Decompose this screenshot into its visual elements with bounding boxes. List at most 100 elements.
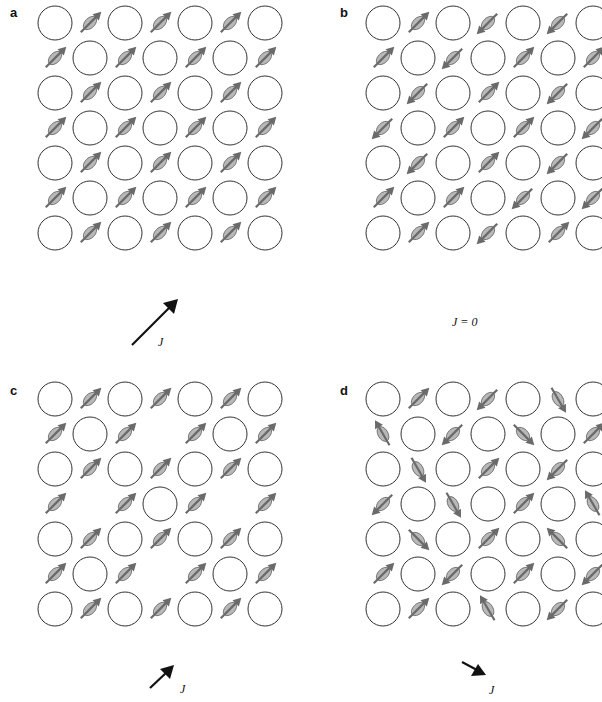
spin-head — [267, 117, 276, 126]
spin-head — [92, 528, 101, 537]
spin-head — [490, 152, 499, 161]
spin-head — [267, 47, 276, 56]
spin-arrow — [547, 600, 568, 621]
spin-head — [547, 165, 556, 174]
spin-arrow — [514, 563, 535, 584]
spin-arrow — [186, 423, 207, 444]
spin-shaft — [552, 460, 568, 476]
ion-circle — [143, 41, 177, 75]
spin-arrow — [116, 493, 137, 514]
spin-head — [558, 404, 566, 413]
panel-letter: d — [340, 384, 348, 397]
spin-arrow — [547, 460, 568, 481]
spin-head — [232, 12, 241, 21]
spin-arrow — [46, 493, 67, 514]
ion-circle — [38, 76, 72, 110]
spin-shaft — [479, 463, 495, 479]
spin-shaft — [186, 52, 202, 68]
spin-head — [267, 493, 276, 502]
spin-shaft — [116, 428, 132, 444]
spin-shaft — [412, 154, 428, 170]
spin-arrow — [584, 47, 602, 68]
ion-circle — [506, 452, 540, 486]
ion-circle — [471, 557, 505, 591]
spin-head — [162, 152, 171, 161]
ion-circle — [38, 592, 72, 626]
spin-arrow — [444, 117, 465, 138]
spin-shaft — [46, 122, 62, 138]
ion-circle — [178, 216, 212, 250]
spin-head — [57, 47, 66, 56]
spin-arrow — [477, 14, 498, 35]
spin-shaft — [377, 495, 393, 511]
spin-arrow — [221, 528, 242, 549]
spin-head — [455, 187, 464, 196]
spin-shaft — [379, 426, 390, 445]
spin-arrow — [46, 187, 67, 208]
spin-arrow — [547, 14, 568, 35]
spin-head — [547, 528, 556, 537]
spin-shaft — [552, 388, 563, 407]
ion-circle — [248, 382, 282, 416]
spin-shaft — [46, 428, 62, 444]
ion-circle — [436, 6, 470, 40]
ion-circle — [506, 522, 540, 556]
spin-head — [420, 388, 429, 397]
ion-circle — [506, 592, 540, 626]
spin-arrow — [409, 530, 430, 551]
spin-shaft — [552, 600, 568, 616]
ion-circle — [506, 216, 540, 250]
spin-shaft — [444, 192, 460, 208]
spin-arrow — [372, 119, 393, 140]
spin-arrow — [186, 187, 207, 208]
spin-arrow — [81, 222, 102, 243]
current-arrow — [132, 299, 178, 345]
spin-arrow — [116, 47, 137, 68]
spin-head — [525, 493, 534, 502]
spin-head — [57, 563, 66, 572]
ion-circle — [108, 522, 142, 556]
spin-head — [232, 152, 241, 161]
ion-circle — [178, 76, 212, 110]
spin-arrow — [116, 563, 137, 584]
spin-head — [420, 598, 429, 607]
spin-shaft — [514, 498, 530, 514]
spin-shaft — [221, 463, 237, 479]
spin-arrow — [442, 49, 463, 70]
ion-circle — [401, 417, 435, 451]
spin-head — [512, 200, 521, 209]
spin-shaft — [587, 119, 602, 135]
ion-circle — [541, 557, 575, 591]
spin-head — [197, 423, 206, 432]
spin-arrow — [151, 222, 172, 243]
spin-shaft — [552, 154, 568, 170]
current-arrow — [462, 662, 486, 676]
spin-arrow — [81, 458, 102, 479]
ion-circle — [248, 522, 282, 556]
spin-shaft — [81, 463, 97, 479]
spin-shaft — [221, 603, 237, 619]
spin-arrow — [372, 495, 393, 516]
spin-arrow — [514, 117, 535, 138]
spin-arrow — [584, 423, 602, 444]
ion-circle — [506, 6, 540, 40]
spin-head — [232, 528, 241, 537]
spin-shaft — [46, 568, 62, 584]
ion-circle — [248, 6, 282, 40]
spin-shaft — [444, 122, 460, 138]
spin-shaft — [81, 87, 97, 103]
ion-circle — [73, 181, 107, 215]
spin-head — [547, 471, 556, 480]
spin-arrow — [514, 47, 535, 68]
spin-shaft — [186, 568, 202, 584]
ion-circle — [541, 111, 575, 145]
spin-shaft — [412, 458, 423, 477]
spin-head — [232, 82, 241, 91]
spin-arrow — [256, 423, 277, 444]
spin-head — [477, 25, 486, 34]
ion-circle — [178, 522, 212, 556]
panel-letter: a — [10, 6, 17, 19]
spin-head — [477, 235, 486, 244]
spin-shaft — [116, 568, 132, 584]
spin-head — [442, 60, 451, 69]
